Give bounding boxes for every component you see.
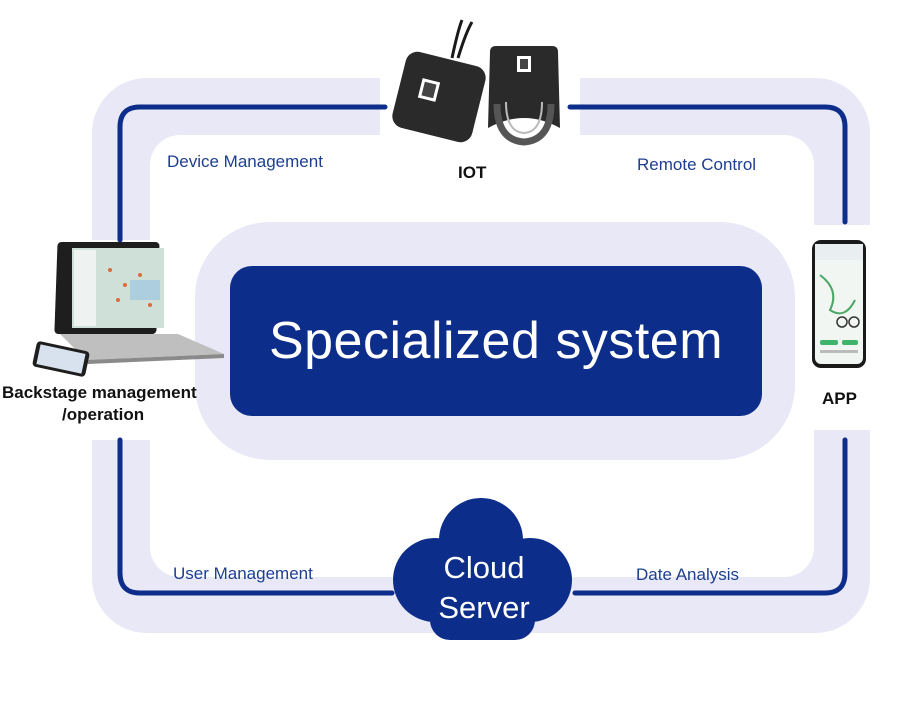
cloud-shape [393,498,572,640]
small-phone-icon [32,341,90,377]
node-label-backstage-line1: Backstage management [2,383,197,402]
iot-ring-lock-icon [488,46,560,146]
edge-label-remote-control: Remote Control [637,155,757,174]
node-label-backstage-line2: /operation [62,405,145,424]
connector-lines [117,104,848,596]
line-top-right [567,104,848,225]
line-bottom-left [117,437,395,596]
cloud-label-line2: Server [438,590,530,625]
node-label-iot: IOT [458,163,487,182]
line-bottom-right [572,437,848,596]
cloud-label-line1: Cloud [443,550,525,585]
center-title: Specialized system [268,312,724,370]
laptop-icon [54,242,224,364]
node-label-app: APP [822,389,857,408]
center-box [230,266,762,416]
edge-label-date-analysis: Date Analysis [636,565,739,584]
iot-box-lock-icon [392,19,486,143]
line-top-left [117,104,388,243]
edge-label-device-management: Device Management [167,152,323,171]
edge-label-user-management: User Management [173,564,313,583]
cloud-server-label: Cloud Server [398,548,570,628]
app-phone-icon [812,240,866,368]
